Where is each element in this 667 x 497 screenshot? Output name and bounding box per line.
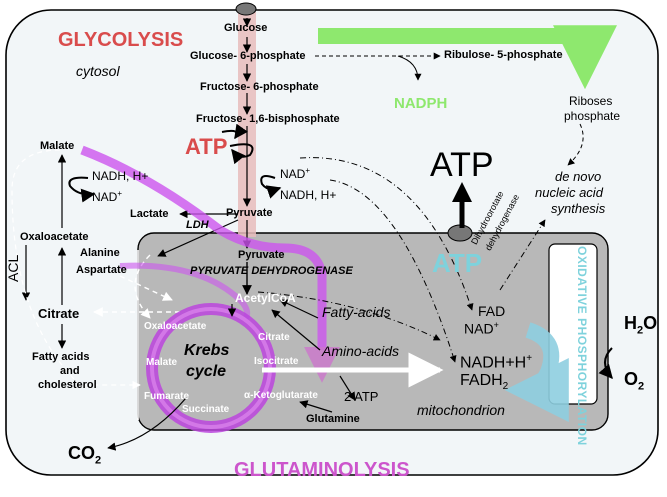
krebs-label: Krebs	[184, 342, 230, 359]
fatty-acids-mito-label: Fatty-acids	[322, 304, 391, 320]
ketoglutarate-label: α-Ketoglutarate	[244, 390, 318, 401]
aspartate-label: Aspartate	[76, 264, 127, 276]
h2o-h: H	[624, 313, 637, 333]
mitochondrion-label: mitochondrion	[417, 402, 505, 418]
pentose-phosphate-title: PENTOSE PHOSPHATE PATHWAY	[320, 26, 531, 41]
glutaminolysis-title: GLUTAMINOLYSIS	[234, 459, 410, 481]
fumarate-label: Fumarate	[144, 391, 190, 402]
acl-label: ACL	[5, 254, 21, 282]
glycolysis-title: GLYCOLYSIS	[58, 29, 184, 51]
fatty-acids-cytosol-label: Fatty acids	[32, 351, 90, 363]
nadh-h-text: NADH+H	[460, 354, 527, 372]
phosphate-label: phosphate	[564, 109, 621, 123]
amino-acids-label: Amino-acids	[322, 343, 400, 359]
o2-label: O2	[624, 370, 644, 393]
two-atp-label: 2 ATP	[344, 389, 379, 404]
h2o-label: H2O	[624, 314, 657, 337]
nadh-h-label: NADH+H+	[460, 354, 532, 371]
oxaloacetate-cytosol-label: Oxaloacetate	[20, 231, 89, 243]
alanine-label: Alanine	[80, 247, 120, 259]
nad-mito-text: NAD	[464, 320, 494, 337]
fadh2-label: FADH2	[460, 373, 508, 392]
nad-right-label: NAD+	[280, 166, 311, 181]
nad-left-sup: +	[117, 189, 123, 198]
fad-label: FAD	[478, 303, 506, 319]
co2-sub: 2	[95, 454, 102, 467]
atp-glycolysis-label: ATP	[185, 134, 228, 159]
pyruvate-dehydrogenase-label: PYRUVATE DEHYDROGENASE	[190, 265, 353, 277]
nad-left-text: NAD	[92, 190, 118, 204]
ldh-label: LDH	[186, 219, 209, 231]
pyruvate-cytosol-label: Pyruvate	[226, 207, 273, 219]
o2-o: O	[624, 369, 639, 389]
nad-left-label: NAD+	[92, 189, 123, 204]
synthesis-label: synthesis	[551, 201, 606, 216]
riboses-label: Riboses	[569, 94, 613, 108]
ppp-arrow	[318, 25, 617, 90]
pyruvate-mito-label: Pyruvate	[238, 249, 285, 261]
cytosol-label: cytosol	[76, 63, 120, 79]
glucose-6-phosphate-label: Glucose- 6-phosphate	[190, 50, 306, 62]
fadh2-sub: 2	[502, 381, 509, 393]
glutaminolysis-path	[80, 145, 327, 350]
citrate-cytosol-label: Citrate	[38, 306, 80, 321]
co2-text: CO	[68, 443, 95, 463]
nad-right-text: NAD	[280, 167, 306, 181]
de-novo-label: de novo	[555, 169, 602, 184]
oxaloacetate-mito-label: Oxaloacetate	[144, 321, 207, 332]
nadh-h-sup: +	[526, 353, 533, 364]
atp-mito-label: ATP	[432, 248, 483, 278]
nucleic-acid-label: nucleic acid	[535, 185, 603, 200]
and-label: and	[60, 365, 80, 377]
nad-mito-sup: +	[493, 320, 499, 330]
succinate-label: Succinate	[182, 404, 230, 415]
glucose-transporter	[235, 2, 257, 16]
malate-mito-label: Malate	[146, 357, 178, 368]
h2o-o: O	[643, 313, 658, 333]
citrate-mito-label: Citrate	[258, 332, 290, 343]
oxphos-electron-arrow	[504, 322, 569, 422]
isocitrate-label: Isocitrate	[254, 356, 299, 367]
nadph-label: NADPH	[394, 95, 448, 112]
oxphos-label: OXIDATIVE PHOSPHORYLATION	[575, 246, 589, 446]
fadh2-text: FADH	[460, 372, 503, 389]
malate-cytosol-label: Malate	[40, 140, 75, 152]
glucose-label: Glucose	[224, 22, 268, 34]
cycle-label: cycle	[186, 363, 227, 380]
atp-big-label: ATP	[430, 146, 494, 184]
acetylcoa-label: AcetylCoA	[235, 291, 296, 305]
o2-sub: 2	[638, 380, 645, 393]
nad-mito-label: NAD+	[464, 321, 499, 336]
fructose-6-phosphate-label: Fructose- 6-phosphate	[200, 81, 319, 93]
nad-right-sup: +	[305, 166, 311, 175]
co2-label: CO2	[68, 444, 101, 467]
nadh-right-label: NADH, H+	[280, 188, 337, 202]
glutamine-label: Glutamine	[306, 413, 360, 425]
lactate-label: Lactate	[130, 208, 169, 220]
h2o-sub: 2	[637, 324, 644, 337]
ribulose-5-phosphate-label: Ribulose- 5-phosphate	[444, 49, 563, 61]
fructose-1-6-bisphosphate-label: Fructose- 1,6-bisphosphate	[196, 113, 340, 125]
cholesterol-label: cholesterol	[38, 379, 97, 391]
nadh-left-label: NADH, H+	[92, 169, 149, 183]
